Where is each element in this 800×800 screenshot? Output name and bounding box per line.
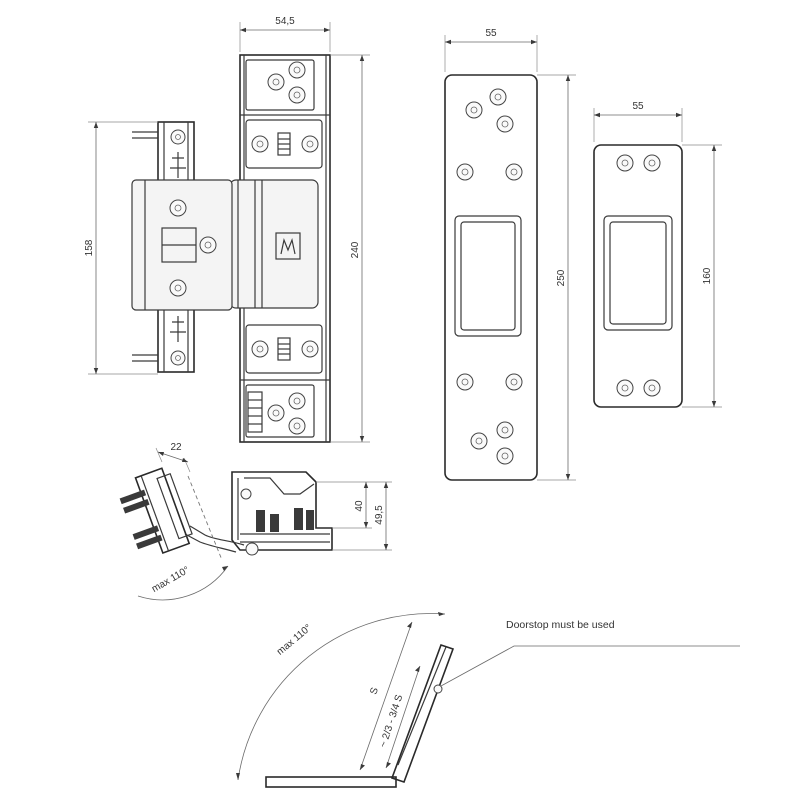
plate-small-width-label: 55 xyxy=(632,101,644,112)
hinge-leaf-front-view xyxy=(131,121,233,373)
door-opening-diagram: max 110° S ~ 2/3 - 3/4 S Doorstop must b… xyxy=(236,612,740,788)
side-height-b-label: 49,5 xyxy=(374,505,385,525)
doorstop-note: Doorstop must be used xyxy=(506,619,615,631)
hinge-width-label: 54,5 xyxy=(275,16,295,27)
side-depth-label: 22 xyxy=(170,442,182,453)
dimensions-plate-small: 55 160 xyxy=(593,101,722,408)
dimensions-front-view: 54,5 240 158 xyxy=(84,16,370,443)
plate-large-height-label: 250 xyxy=(556,269,567,286)
hinge-side-view xyxy=(119,467,333,561)
mounting-plate-large xyxy=(444,74,538,481)
dimensions-plate-large: 55 250 xyxy=(444,28,576,481)
leaf-height-label: 158 xyxy=(84,239,95,256)
large-open-angle-label: max 110° xyxy=(275,622,314,657)
hinge-body-front-view xyxy=(226,54,331,443)
plate-large-width-label: 55 xyxy=(485,28,497,39)
hinge-height-label: 240 xyxy=(350,241,361,258)
mounting-plate-small xyxy=(593,144,683,408)
door-s-label: S xyxy=(368,686,381,696)
plate-small-height-label: 160 xyxy=(702,267,713,284)
small-open-angle-label: max 110° xyxy=(150,565,192,595)
side-height-a-label: 40 xyxy=(354,500,365,512)
